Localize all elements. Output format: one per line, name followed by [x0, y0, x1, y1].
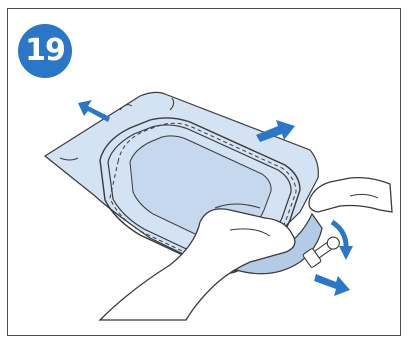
arrow-up-left-icon [78, 100, 110, 122]
curved-arrow-head-icon [339, 246, 353, 260]
right-hand [309, 178, 392, 212]
arrow-down-right-icon [314, 274, 350, 296]
